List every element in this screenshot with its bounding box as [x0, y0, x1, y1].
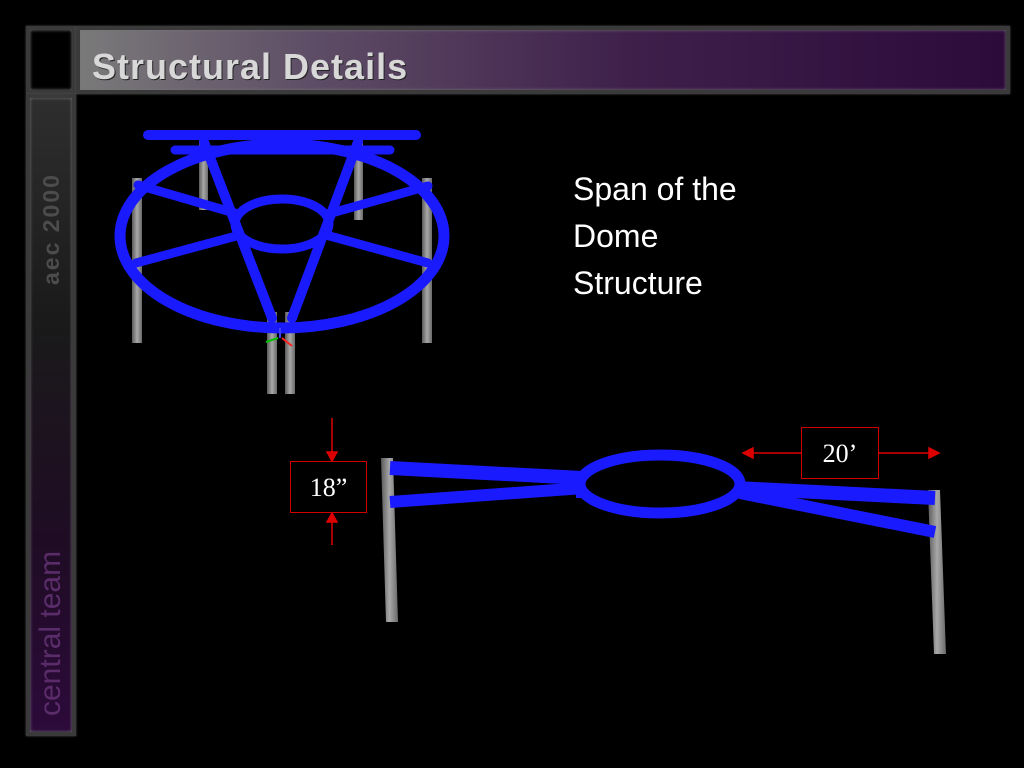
radial-beam: [287, 137, 363, 323]
column: [354, 140, 363, 220]
span-beams: [389, 449, 937, 538]
span-drawing: [381, 449, 946, 654]
column: [285, 312, 295, 394]
column: [267, 312, 277, 394]
corner-box: [26, 26, 76, 94]
span-beam: [389, 482, 585, 508]
radial-beam: [131, 230, 245, 268]
radial-beam: [321, 230, 433, 268]
radial-beam: [133, 180, 243, 219]
span-left-column: [381, 458, 398, 622]
outer-ring: [114, 138, 450, 334]
span-beam: [735, 481, 936, 505]
caption-line: Span of the: [573, 171, 737, 207]
sidebar: aec 2000 central team: [26, 94, 76, 736]
dome-caption: Span of the Dome Structure: [573, 166, 737, 307]
column: [199, 140, 208, 210]
radial-beam: [199, 137, 277, 323]
caption-line: Structure: [573, 265, 703, 301]
span-ring: [574, 449, 746, 519]
slide-title: Structural Details: [92, 46, 409, 87]
span-beam: [389, 461, 583, 485]
caption-line: Dome: [573, 218, 659, 254]
inner-ring: [230, 194, 334, 254]
span-right-column: [928, 490, 946, 654]
dimension-arrows: [325, 418, 941, 545]
span-dimension-label: 20’: [801, 427, 879, 479]
dome-columns: [132, 140, 432, 394]
height-dimension-label: 18”: [290, 461, 367, 513]
span-beam: [738, 487, 937, 538]
title-bar: Structural Details: [76, 26, 1010, 94]
radial-beam: [323, 181, 433, 219]
dome-frame: [114, 130, 450, 334]
axis-gizmo-icon: [265, 328, 293, 347]
